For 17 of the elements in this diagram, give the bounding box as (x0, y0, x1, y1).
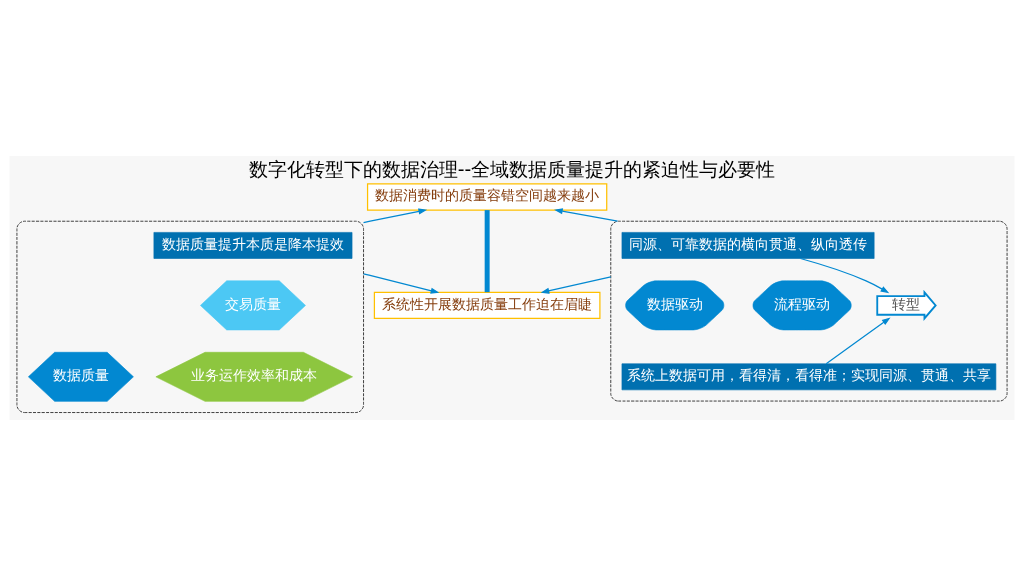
arrow (362, 208, 428, 224)
connector (484, 210, 490, 293)
arrow (825, 317, 891, 365)
arrow (540, 276, 612, 294)
cluster (610, 220, 1008, 402)
node-box: 系统上数据可用，看得清，看得准；实现同源、贯通、共享 (621, 363, 997, 391)
node-box: 数据消费时的质量容错空间越来越小 (366, 183, 608, 211)
node-ellipse: 数据驱动 (625, 280, 725, 331)
cluster (16, 220, 364, 413)
diagram-title: 数字化转型下的数据治理--全域数据质量提升的紧迫性与必要性 (248, 158, 776, 180)
node-box: 系统性开展数据质量工作迫在眉睫 (373, 291, 601, 320)
arrow (554, 208, 619, 222)
arrow (799, 257, 890, 294)
node-box: 同源、可靠数据的横向贯通、纵向透传 (621, 232, 875, 259)
node-box: 数据质量提升本质是降本提效 (153, 232, 353, 259)
arrow (362, 273, 440, 294)
node-ellipse: 流程驱动 (752, 280, 852, 331)
